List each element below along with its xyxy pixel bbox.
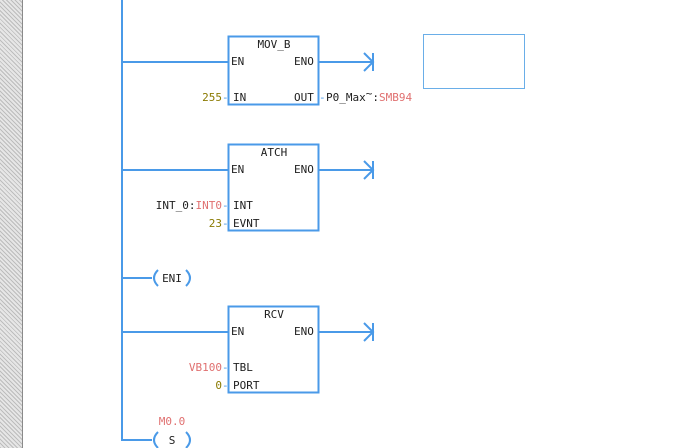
mov-b-out-tilde: ~ bbox=[365, 87, 373, 100]
editor-left-gutter bbox=[0, 0, 23, 448]
atch-evnt-tick: - bbox=[222, 217, 229, 230]
atch-int-colon: : bbox=[188, 199, 196, 212]
rcv-eno-pin: ENO bbox=[294, 325, 314, 338]
rcv-eno-arrow bbox=[363, 322, 375, 342]
set-coil-operand[interactable]: M0.0 bbox=[158, 415, 186, 428]
mov-b-out-address: SMB94 bbox=[379, 91, 413, 104]
rcv-box[interactable] bbox=[227, 305, 320, 394]
empty-network-cell[interactable] bbox=[423, 34, 525, 89]
atch-int-pin: INT bbox=[233, 199, 253, 212]
mov-b-eno-arrow bbox=[363, 52, 375, 72]
mov-b-out-tick: - bbox=[319, 91, 326, 104]
rcv-tbl-tick: - bbox=[222, 361, 229, 374]
rcv-port-value[interactable]: 0 bbox=[215, 379, 222, 392]
mov-b-out-colon: : bbox=[372, 91, 379, 104]
set-coil-label: S bbox=[168, 434, 176, 447]
eni-coil-label: ENI bbox=[162, 272, 182, 285]
mov-b-en-pin: EN bbox=[231, 55, 245, 68]
atch-int-tick: - bbox=[222, 199, 229, 212]
mov-b-out-symbol: P0_Max bbox=[326, 91, 366, 104]
rcv-en-pin: EN bbox=[231, 325, 245, 338]
mov-b-eno-pin: ENO bbox=[294, 55, 314, 68]
atch-evnt-pin: EVNT bbox=[233, 217, 260, 230]
set-coil-left[interactable] bbox=[153, 431, 159, 448]
atch-eno-arrow bbox=[363, 160, 375, 180]
mov-b-in-pin: IN bbox=[233, 91, 247, 104]
atch-title: ATCH bbox=[260, 146, 288, 159]
atch-evnt-value[interactable]: 23 bbox=[208, 217, 222, 230]
rcv-port-pin: PORT bbox=[233, 379, 260, 392]
mov-b-box[interactable] bbox=[227, 35, 320, 106]
atch-en-pin: EN bbox=[231, 163, 245, 176]
atch-box[interactable] bbox=[227, 143, 320, 232]
mov-b-title: MOV_B bbox=[257, 38, 291, 51]
rcv-title: RCV bbox=[264, 308, 284, 321]
atch-int-address: INT0 bbox=[195, 199, 223, 212]
atch-eno-pin: ENO bbox=[294, 163, 314, 176]
mov-b-in-value[interactable]: 255 bbox=[202, 91, 222, 104]
atch-int-operand[interactable]: INT_0:INT0 bbox=[120, 199, 222, 212]
rcv-tbl-value[interactable]: VB100 bbox=[188, 361, 222, 374]
rcv-tbl-pin: TBL bbox=[233, 361, 253, 374]
rcv-port-tick: - bbox=[222, 379, 229, 392]
eni-coil-left[interactable] bbox=[153, 269, 159, 287]
mov-b-out-operand[interactable]: P0_Max~:SMB94 bbox=[326, 87, 413, 104]
eni-coil-right[interactable] bbox=[185, 269, 191, 287]
mov-b-out-pin: OUT bbox=[294, 91, 314, 104]
atch-int-symbol: INT_0 bbox=[155, 199, 189, 212]
mov-b-in-tick: - bbox=[222, 91, 229, 104]
set-coil-right[interactable] bbox=[185, 431, 191, 448]
